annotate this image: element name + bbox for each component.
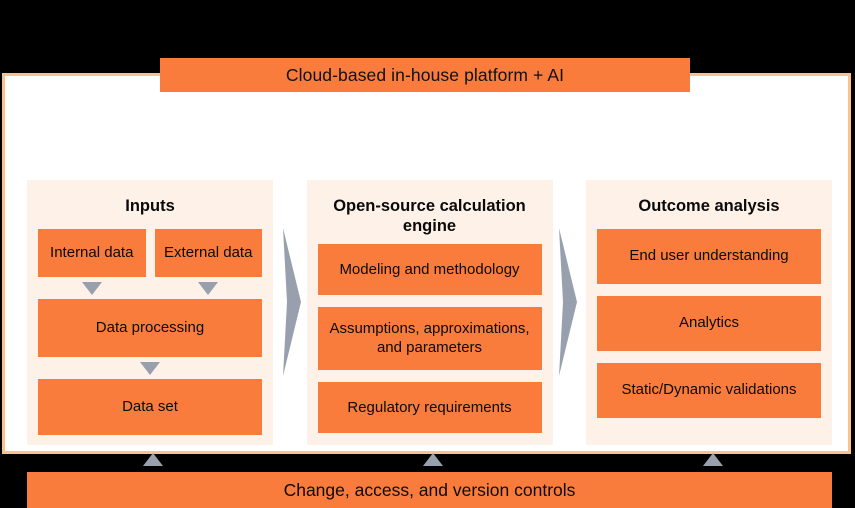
triangle-down-icon — [140, 361, 160, 375]
column-title-outcome-analysis: Outcome analysis — [638, 197, 780, 215]
bottom-connectors — [27, 450, 832, 470]
triangle-up-icon — [143, 453, 163, 466]
triangle-down-icon — [81, 281, 102, 295]
box-data-set[interactable]: Data set — [38, 379, 262, 435]
chevron-right-arrow-icon — [281, 228, 303, 376]
column-outcome-body: End user understanding Analytics Static/… — [597, 229, 821, 435]
triangle-up-icon — [423, 453, 443, 466]
columns-container: Inputs Internal data External data Data … — [27, 180, 832, 445]
column-title-inputs: Inputs — [125, 197, 175, 215]
column-engine-body: Modeling and methodology Assumptions, ap… — [317, 244, 542, 435]
column-inputs-body: Internal data External data Data process… — [38, 229, 262, 435]
connector-row-1 — [38, 277, 262, 299]
column-outcome-analysis: Outcome analysis End user understanding … — [586, 180, 832, 445]
column-title-calculation-engine: Open-source calculation engine — [333, 197, 526, 236]
connector-cell-left — [38, 281, 146, 295]
engine-box-stack: Modeling and methodology Assumptions, ap… — [317, 244, 542, 434]
bottom-bar-change-access-version-controls[interactable]: Change, access, and version controls — [27, 472, 832, 508]
box-regulatory-requirements[interactable]: Regulatory requirements — [317, 382, 542, 434]
box-analytics[interactable]: Analytics — [597, 296, 821, 351]
connector-row-2 — [38, 357, 262, 379]
chevron-right-arrow-icon — [557, 228, 579, 376]
box-end-user-understanding[interactable]: End user understanding — [597, 229, 821, 284]
connector-cell-right — [155, 281, 263, 295]
top-banner-cloud-platform[interactable]: Cloud-based in-house platform + AI — [160, 58, 690, 92]
box-modeling-and-methodology[interactable]: Modeling and methodology — [317, 244, 542, 296]
box-external-data[interactable]: External data — [154, 229, 262, 277]
box-data-processing[interactable]: Data processing — [38, 299, 262, 357]
triangle-down-icon — [198, 281, 219, 295]
input-sources-row: Internal data External data — [38, 229, 262, 277]
box-internal-data[interactable]: Internal data — [38, 229, 146, 277]
diagram-card: Inputs Internal data External data Data … — [2, 73, 851, 508]
column-inputs: Inputs Internal data External data Data … — [27, 180, 273, 445]
box-assumptions-approximations-parameters[interactable]: Assumptions, approximations, and paramet… — [317, 307, 542, 371]
triangle-up-icon — [703, 453, 723, 466]
box-static-dynamic-validations[interactable]: Static/Dynamic validations — [597, 363, 821, 418]
column-calculation-engine: Open-source calculation engine Modeling … — [306, 180, 553, 445]
outcome-box-stack: End user understanding Analytics Static/… — [597, 229, 821, 418]
